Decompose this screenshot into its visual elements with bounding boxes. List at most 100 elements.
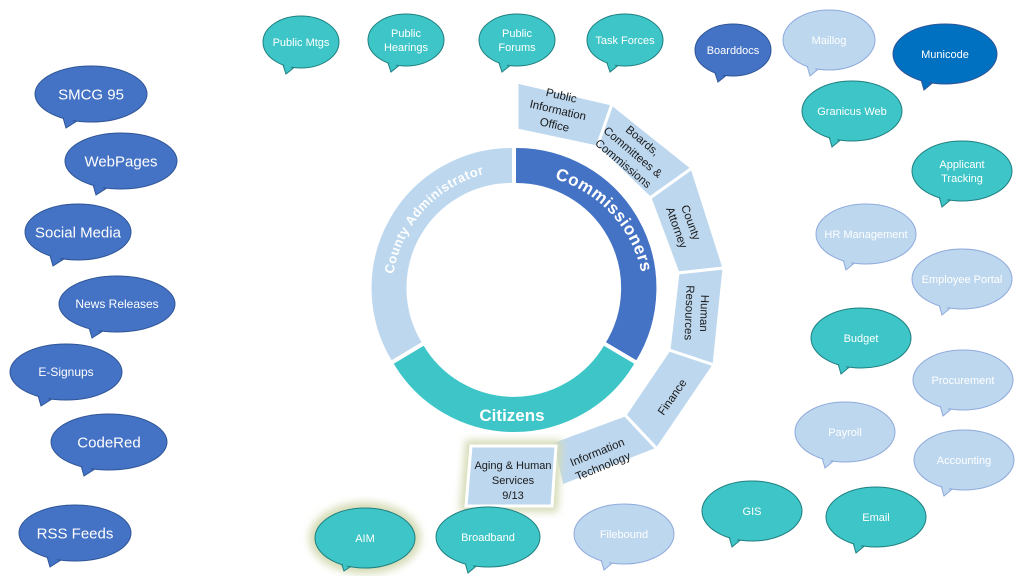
bubble-tail-fill [714,67,728,79]
bubble-shape [34,65,148,123]
bubble-tail-fill [842,253,858,267]
segment-label-line: 9/13 [502,490,523,502]
bubble-news-releases[interactable]: News Releases [58,275,176,339]
bubble-shape [794,401,896,463]
segment-label: HumanResources [682,285,711,341]
segment-county-attorney[interactable]: CountyAttorney [648,165,726,275]
bubble-shape [24,203,132,261]
bubble-shape [435,506,541,568]
bubble-shape [815,203,917,265]
bubble-shape [694,23,772,77]
bubble-tail-fill [80,459,98,473]
bubble-smcg-95[interactable]: SMCG 95 [34,65,148,129]
bubble-hr-management[interactable]: HR Management [815,203,917,271]
bubble-webpages[interactable]: WebPages [64,132,178,196]
county-administrator-ring-segment[interactable] [367,143,516,366]
bubble-tail-fill [88,321,106,335]
bubble-label: RSS Feeds [37,525,114,542]
bubble-gis[interactable]: GIS [701,480,803,548]
bubble-tail-fill [49,249,67,263]
bubble-label: E-Signups [38,365,93,379]
bubble-employee-portal[interactable]: Employee Portal [911,248,1013,316]
bubble-shape [913,429,1015,491]
bubble-label: Granicus Web [817,106,887,118]
bubble-codered[interactable]: CodeRed [50,413,168,477]
bubble-tail-fill [600,553,616,567]
bubble-shape [64,132,178,190]
segment-label-line: Services [492,475,535,487]
segment-label-line: Human [697,294,710,331]
bubble-maillog[interactable]: Maillog [782,9,876,77]
bubble-social-media[interactable]: Social Media [24,203,132,267]
bubble-tail-fill [282,59,296,71]
bubble-label: CodeRed [77,434,140,451]
bubble-tail-fill [498,57,512,69]
bubble-granicus-web[interactable]: Granicus Web [801,80,903,148]
bubble-tail-fill [939,399,955,413]
bubble-municode[interactable]: Municode [892,23,998,91]
segment-information-technology[interactable]: InformationTechnology [550,413,660,489]
bubble-shape [825,486,927,548]
bubble-tail-fill [387,57,401,69]
bubble-label: Municode [921,49,969,61]
bubble-tail-fill [62,111,80,125]
bubble-label: Filebound [600,529,648,541]
bubble-filebound[interactable]: Filebound [573,503,675,571]
bubble-payroll[interactable]: Payroll [794,401,896,469]
bubble-shape [18,504,132,562]
bubble-e-signups[interactable]: E-Signups [9,343,123,407]
citizens-label: Citizens [479,406,544,425]
bubble-tail-fill [606,57,620,69]
segment-label-line: Resources [682,285,696,341]
bubble-shape [586,13,664,67]
bubble-accounting[interactable]: Accounting [913,429,1015,497]
bubble-public-mtgs[interactable]: Public Mtgs [262,15,340,75]
citizens-ring-segment[interactable] [388,340,640,437]
bubble-label: Broadband [461,532,515,544]
bubble-procurement[interactable]: Procurement [912,349,1014,417]
bubble-tail-fill [852,536,868,550]
bubble-broadband[interactable]: Broadband [435,506,541,574]
bubble-label-line: Forums [498,42,536,54]
bubble-label: WebPages [84,153,157,170]
bubble-tail-fill [464,556,480,570]
bubble-label: News Releases [75,297,158,311]
bubble-aim[interactable]: AIM [309,502,421,574]
bubble-label: Social Media [35,224,122,241]
bubble-email[interactable]: Email [825,486,927,554]
bubble-label-line: Public [502,28,532,40]
bubble-shape [367,13,445,67]
bubble-shape [782,9,876,71]
segment-public-information-office[interactable]: PublicInformationOffice [515,80,614,149]
bubble-shape [701,480,803,542]
bubble-shape [911,248,1013,310]
bubble-label: Maillog [812,35,847,47]
bubble-label: Payroll [828,427,862,439]
bubble-label: Boarddocs [707,45,760,57]
bubble-tail-fill [46,550,64,564]
bubble-tail-fill [920,73,936,87]
bubble-label-line: Public [391,28,421,40]
bubble-label: Task Forces [595,35,655,47]
segment-finance[interactable]: Finance [623,348,717,452]
segment-shape [464,444,558,508]
bubble-label: Accounting [937,455,991,467]
bubble-label: GIS [743,506,762,518]
bubble-label-line: Applicant [939,159,984,171]
bubble-label: Email [862,512,890,524]
bubble-task-forces[interactable]: Task Forces [586,13,664,73]
bubble-rss-feeds[interactable]: RSS Feeds [18,504,132,568]
bubble-tail-fill [37,389,55,403]
bubble-budget[interactable]: Budget [810,307,912,375]
bubble-boarddocs[interactable]: Boarddocs [694,23,772,83]
segment-boards-committees-commissions[interactable]: Boards,Committees &Commissions [591,101,695,200]
segment-human-resources[interactable]: HumanResources [667,266,726,368]
